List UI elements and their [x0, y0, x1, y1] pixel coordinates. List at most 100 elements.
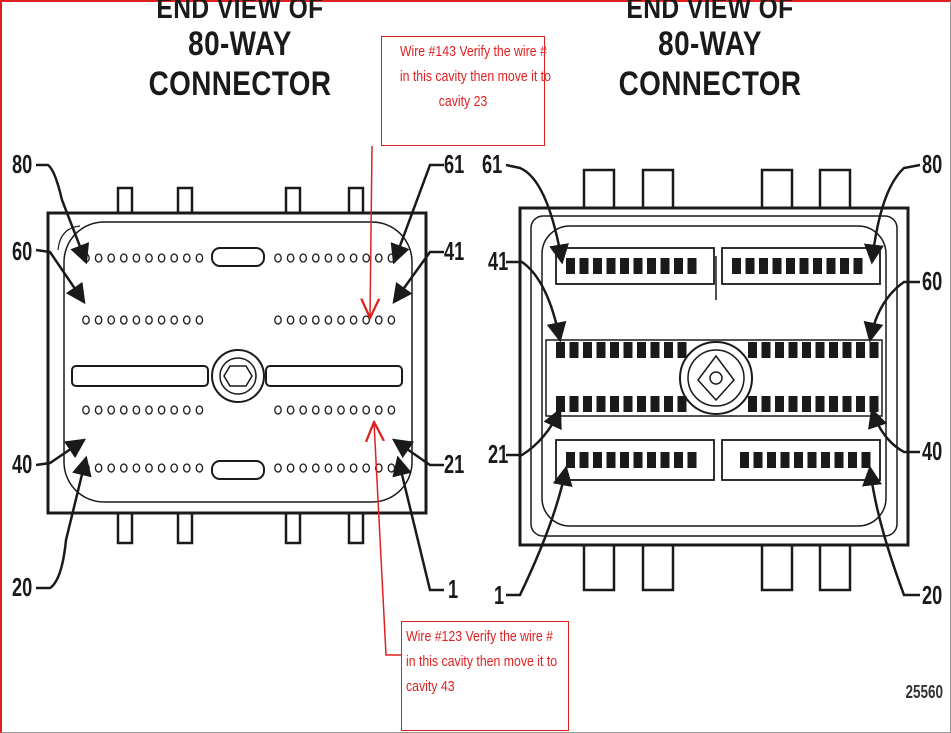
- left-cavity-dot: [362, 463, 371, 473]
- left-cavity-dot: [311, 253, 320, 263]
- right-terminal: [856, 342, 865, 358]
- left-cavity-dot: [324, 405, 333, 415]
- left-pin-label-tl: 80: [12, 149, 33, 179]
- right-terminal: [674, 258, 683, 274]
- right-terminal: [569, 342, 579, 358]
- right-terminal: [623, 342, 633, 358]
- right-terminal: [794, 452, 803, 468]
- left-cavity-dot: [195, 463, 204, 473]
- right-terminal: [761, 396, 771, 412]
- right-terminal: [842, 342, 852, 358]
- left-cavity-dot: [286, 315, 295, 325]
- right-terminal: [664, 342, 673, 358]
- right-terminal: [753, 452, 763, 468]
- annotation-bottom-line3: cavity 43: [406, 678, 455, 695]
- left-cavity-dot: [337, 315, 345, 325]
- left-cavity-dot: [374, 463, 383, 473]
- left-cavity-dot: [119, 315, 128, 325]
- right-terminal: [840, 258, 849, 274]
- right-connector-title: END VIEW OF 80-WAY CONNECTOR: [587, 0, 833, 104]
- right-terminal: [732, 258, 741, 274]
- right-terminal: [799, 258, 809, 274]
- left-cavity-dot: [182, 253, 191, 263]
- annotation-bottom-line1: Wire #123 Verify the wire #: [406, 628, 553, 645]
- right-terminal: [660, 452, 670, 468]
- left-cavity-dot: [286, 463, 295, 473]
- left-housing-inner: [63, 221, 413, 503]
- left-cavity-dot: [324, 253, 333, 263]
- left-cavity-dot: [94, 463, 103, 473]
- left-cavity-dot: [132, 315, 141, 325]
- right-terminal: [610, 342, 619, 358]
- left-cavity-dot: [170, 253, 179, 263]
- right-terminal: [566, 452, 575, 468]
- left-cavity-dot: [82, 405, 90, 415]
- left-cavity-dot: [170, 405, 179, 415]
- left-cavity-dot: [145, 405, 153, 415]
- left-cavity-dot: [94, 405, 103, 415]
- right-terminal: [759, 258, 768, 274]
- right-terminal: [606, 452, 616, 468]
- right-terminal: [761, 342, 771, 358]
- right-terminal: [815, 342, 825, 358]
- right-terminal: [674, 452, 683, 468]
- left-pin-label-ml-lower: 40: [12, 449, 33, 479]
- right-terminal: [821, 452, 830, 468]
- left-cavity-dot: [387, 405, 396, 415]
- right-terminal: [861, 452, 871, 468]
- left-cavity-dot: [337, 463, 345, 473]
- left-cavity-dot: [324, 315, 333, 325]
- left-title-line2: 80-WAY CONNECTOR: [148, 25, 332, 103]
- right-terminal: [650, 396, 660, 412]
- left-pin-label-tr: 61: [444, 149, 465, 179]
- right-terminal: [596, 342, 606, 358]
- right-pin-label-br: 20: [922, 580, 943, 610]
- left-cavity-dot: [107, 405, 116, 415]
- annotation-top: Wire #143 Verify the wire # in this cavi…: [381, 36, 551, 146]
- left-cavity-dot: [299, 315, 308, 325]
- right-terminal: [869, 396, 879, 412]
- left-cavity-dot: [182, 405, 191, 415]
- pin-rows: [82, 253, 879, 473]
- left-cavity-dot: [274, 405, 282, 415]
- left-pin-label-mr-upper: 41: [444, 236, 465, 266]
- left-cavity-dot: [107, 463, 116, 473]
- right-terminal: [593, 452, 602, 468]
- right-terminal: [767, 452, 776, 468]
- left-cavity-dot: [387, 315, 396, 325]
- figure-id: 25560: [905, 682, 943, 702]
- right-pin-label-ml-upper: 41: [488, 246, 509, 276]
- left-cavity-dot: [299, 463, 308, 473]
- right-leader-arrows: [505, 163, 921, 597]
- left-cavity-dot: [145, 463, 153, 473]
- left-cavity-dot: [107, 315, 116, 325]
- right-terminal: [579, 258, 589, 274]
- right-terminal: [677, 342, 687, 358]
- annotation-bottom-line2: in this cavity then move it to: [406, 653, 558, 670]
- right-terminal: [583, 342, 592, 358]
- right-terminal: [637, 342, 646, 358]
- right-terminal: [748, 396, 757, 412]
- left-cavity-dot: [349, 315, 358, 325]
- right-terminal: [829, 396, 838, 412]
- right-terminal: [633, 452, 643, 468]
- annotation-top-line3: cavity 23: [438, 93, 488, 110]
- left-housing-outer: [46, 211, 428, 515]
- right-terminal: [802, 342, 811, 358]
- right-terminal: [869, 342, 879, 358]
- right-terminal: [813, 258, 822, 274]
- left-cavity-dot: [274, 253, 282, 263]
- right-terminal: [606, 258, 616, 274]
- left-cavity-dot: [157, 253, 166, 263]
- right-terminal: [596, 396, 606, 412]
- left-title-line1: END VIEW OF: [156, 0, 324, 25]
- right-title-line2: 80-WAY CONNECTOR: [618, 25, 802, 103]
- right-terminal: [556, 396, 565, 412]
- annotation-arrows: [370, 145, 401, 656]
- right-terminal: [826, 258, 836, 274]
- right-terminal: [807, 452, 817, 468]
- right-terminal: [620, 452, 629, 468]
- left-cavity-dot: [132, 405, 141, 415]
- annotation-bottom: Wire #123 Verify the wire # in this cavi…: [401, 621, 569, 731]
- right-terminal: [647, 258, 656, 274]
